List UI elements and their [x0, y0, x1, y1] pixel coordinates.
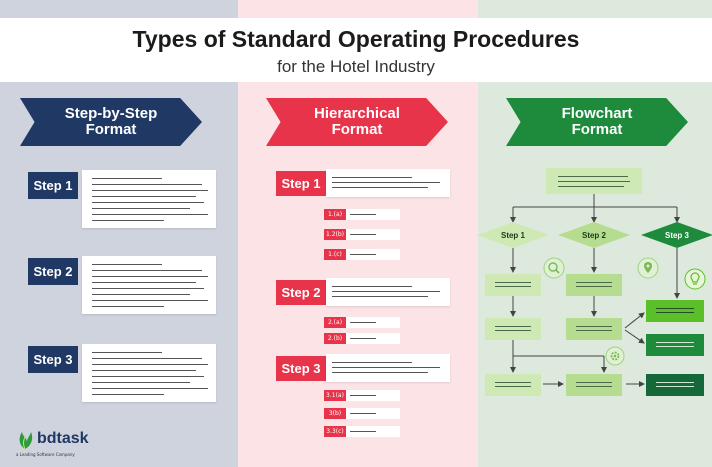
hier-substep-card [346, 390, 400, 401]
sbs-step-2-card [82, 256, 216, 314]
bdtask-logo: bdtask a Leading Software Company [16, 428, 89, 457]
banner-line-1: Step-by-Step [64, 105, 158, 122]
flow-start-box [546, 168, 642, 194]
gear-icon [605, 346, 625, 366]
hier-step-1-tag: Step 1 [276, 171, 326, 196]
hier-step-2-tag: Step 2 [276, 280, 326, 305]
sbs-step-3-card [82, 344, 216, 402]
hier-substep-card [346, 249, 400, 260]
flow-box [485, 274, 541, 296]
hier-step-3-tag: Step 3 [276, 356, 326, 381]
sbs-step-1-tag: Step 1 [28, 172, 78, 199]
sbs-step-2-tag: Step 2 [28, 258, 78, 285]
hier-substep-tag: 1.2(b) [324, 229, 346, 240]
hier-substep-card [346, 426, 400, 437]
hier-substep-tag: 3.1(a) [324, 390, 346, 401]
hier-substep-tag: 3(b) [324, 408, 346, 419]
hier-substep-card [346, 333, 400, 344]
flow-box [566, 318, 622, 340]
hier-substep-card [346, 408, 400, 419]
hier-substep-card [346, 317, 400, 328]
banner-line-1: Flowchart [561, 105, 633, 122]
sbs-step-3-tag: Step 3 [28, 346, 78, 373]
flow-box [646, 300, 704, 322]
banner-line-2: Format [331, 121, 383, 138]
flow-box [485, 318, 541, 340]
leaf-logo-icon [19, 432, 33, 450]
hier-substep-card [346, 209, 400, 220]
location-pin-icon [637, 257, 659, 279]
flow-box [646, 334, 704, 356]
sbs-step-1-card [82, 170, 216, 228]
title-band: Types of Standard Operating Procedures f… [0, 18, 712, 82]
magnifier-icon [543, 257, 565, 279]
hier-substep-tag: 2.(a) [324, 317, 346, 328]
flow-box [566, 274, 622, 296]
banner-line-1: Hierarchical [314, 105, 400, 122]
hier-substep-tag: 1.(c) [324, 249, 346, 260]
logo-text: bdtask [37, 430, 89, 447]
hier-substep-card [346, 229, 400, 240]
hier-step-1-card [326, 169, 450, 197]
hier-step-2-card [326, 278, 450, 306]
logo-tagline: a Leading Software Company [16, 452, 75, 457]
hier-step-3-card [326, 354, 450, 382]
flow-box [485, 374, 541, 396]
page-title: Types of Standard Operating Procedures [132, 26, 580, 52]
hier-substep-tag: 1.(a) [324, 209, 346, 220]
hier-substep-tag: 2.(b) [324, 333, 346, 344]
flow-box [566, 374, 622, 396]
page-subtitle: for the Hotel Industry [277, 57, 435, 76]
hier-substep-tag: 3.3(c) [324, 426, 346, 437]
lightbulb-icon [684, 268, 706, 290]
banner-line-2: Format [85, 121, 137, 138]
banner-line-2: Format [571, 121, 623, 138]
flow-box [646, 374, 704, 396]
